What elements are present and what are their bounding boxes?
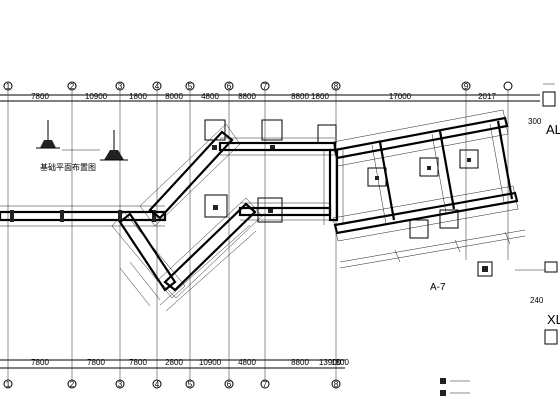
grid-bubble-labels-top: 1 2 3 4 5 6 7 8 9 — [6, 82, 469, 91]
grid-bubble-label-top: 8 — [334, 82, 339, 91]
wall-right-diagonal-lower — [332, 185, 519, 242]
dimension-text-top: 8000 — [165, 92, 183, 101]
dimension-text-top: 4800 — [201, 92, 219, 101]
legend-marks — [440, 378, 470, 396]
grid-bubble-label-bottom: 1 — [6, 380, 11, 389]
grid-bubble-label-top: 5 — [188, 82, 193, 91]
wall-diagonal-lower-left — [111, 211, 186, 307]
note-small: 基础平面布置图 — [40, 162, 96, 172]
grid-bubble-label-top: 9 — [464, 82, 469, 91]
grid-bubble-label-bottom: 8 — [334, 380, 339, 389]
footing-section-sketch-2 — [100, 130, 128, 161]
dimension-text-top: 1800 — [311, 92, 329, 101]
beam-xl-code: XL — [547, 312, 560, 327]
dimension-text-bottom: 7800 — [31, 358, 49, 367]
grid-bubble-label-top: 3 — [118, 82, 123, 91]
dimension-text-bottom: 7800 — [129, 358, 147, 367]
grid-bubbles-top — [3, 81, 513, 91]
grid-bubble-labels-bottom: 1 2 3 4 5 6 7 8 — [6, 380, 339, 389]
dimension-text-top: 8800 — [291, 92, 309, 101]
beam-al-number: 300 — [528, 117, 542, 126]
grid-bubble-label-bottom: 7 — [263, 380, 268, 389]
grid-bubble-label-bottom: 6 — [227, 380, 232, 389]
beam-section-AL: 300 AL — [528, 83, 560, 137]
dimension-text-top: 2017 — [478, 92, 496, 101]
left-diagonal-dimension — [159, 224, 257, 312]
dimension-text-top: 7800 — [31, 92, 49, 101]
dimension-text-bottom: 7800 — [87, 358, 105, 367]
grid-bubbles-bottom — [3, 379, 341, 389]
dimension-text-top: 10900 — [85, 92, 108, 101]
central-column-pads — [204, 119, 337, 223]
dimension-text-top: 8800 — [238, 92, 256, 101]
dimension-text-bottom: 8800 — [291, 358, 309, 367]
grid-bubble-label-top: 2 — [70, 82, 75, 91]
grid-bubble-label-bottom: 2 — [70, 380, 75, 389]
detail-box-lower — [477, 261, 558, 277]
section-label: A-7 — [430, 282, 446, 293]
dimension-text-bottom: 1800 — [331, 358, 349, 367]
grid-bubble-label-top: 1 — [6, 82, 11, 91]
grid-bubble-label-top: 7 — [263, 82, 268, 91]
dimension-text-top: 1800 — [129, 92, 147, 101]
right-column-pads — [367, 149, 479, 239]
dimension-text-bottom: 4800 — [238, 358, 256, 367]
grid-bubble-label-bottom: 3 — [118, 380, 123, 389]
beam-xl-number: 240 — [530, 296, 544, 305]
dimension-text-bottom: 2800 — [165, 358, 183, 367]
grid-bubble-label-top: 6 — [227, 82, 232, 91]
grid-bubble-label-bottom: 4 — [155, 380, 160, 389]
dimension-text-bottom: 10900 — [199, 358, 222, 367]
grid-bubble-label-top: 4 — [155, 82, 160, 91]
beam-section-XL: 240 XL — [530, 296, 560, 345]
wall-right-diagonal-upper — [332, 109, 509, 167]
dimension-text-bottom: 13900 — [319, 358, 342, 367]
footing-section-sketch-1 — [36, 120, 60, 149]
grid-lines-vertical — [7, 90, 509, 380]
beam-al-code: AL — [546, 122, 560, 137]
wall-left-run — [0, 205, 167, 227]
dimension-text-top: 17000 — [389, 92, 412, 101]
right-diagonal-dimension — [339, 229, 526, 269]
grid-bubble-label-bottom: 5 — [188, 380, 193, 389]
wall-right-cross — [371, 120, 514, 225]
